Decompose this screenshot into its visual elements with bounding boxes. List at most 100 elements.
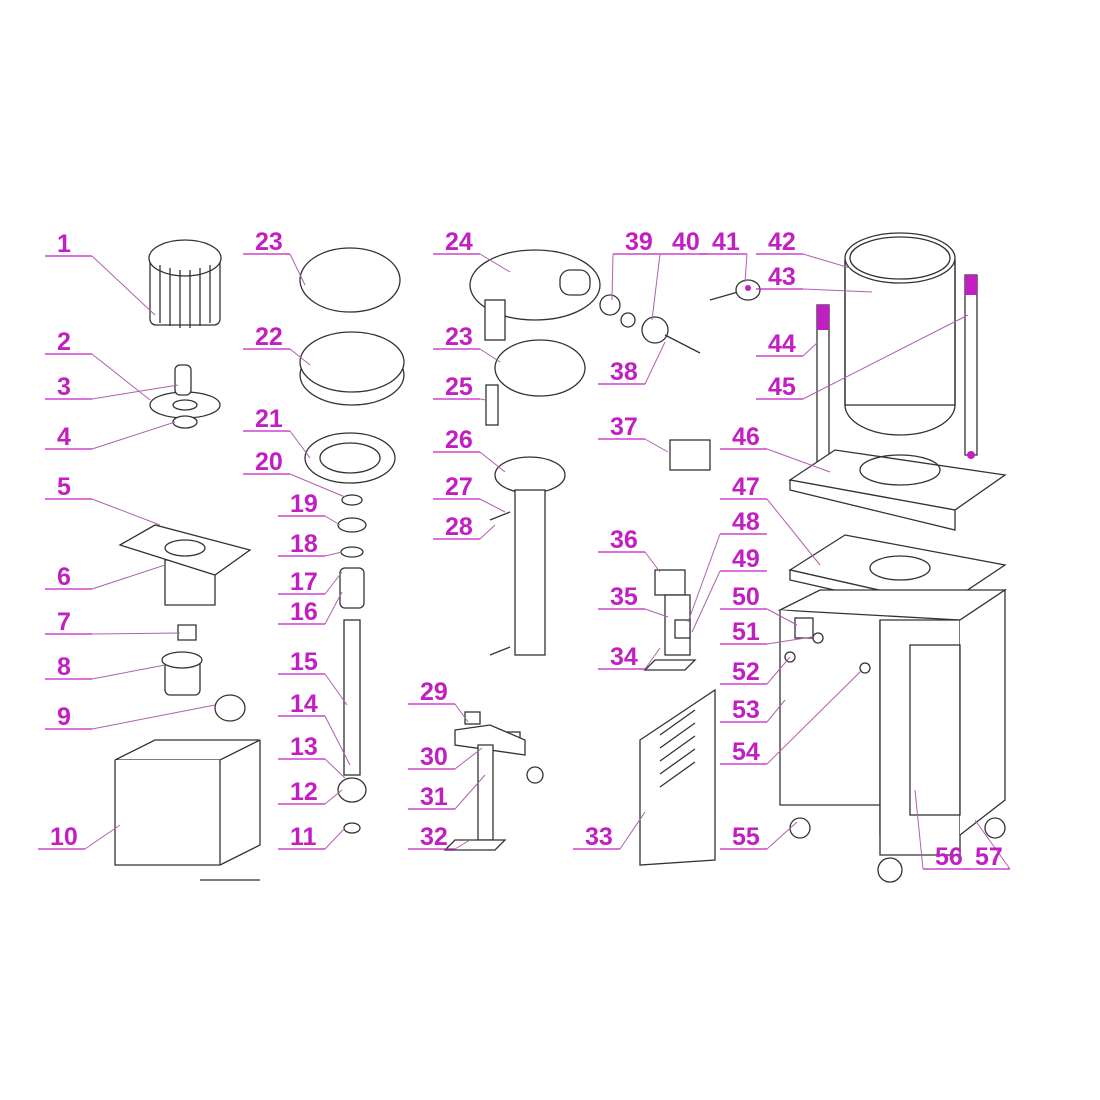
callout-8: 8 [45,653,166,681]
callout-10: 10 [38,823,121,851]
part-column-26 [494,456,566,656]
part-bracket-29-32 [443,711,544,851]
callout-number: 2 [57,328,71,356]
callout-number: 25 [445,373,473,401]
callout-37: 37 [598,413,669,453]
part-tank-10 [114,739,261,881]
callout-number: 54 [732,738,760,766]
part-washer-4 [172,415,198,429]
callout-56: 56 [914,789,970,871]
part-knob-41 [709,279,761,301]
leader-line [289,253,306,286]
callout-40: 40 [651,228,707,321]
callout-number: 53 [732,696,760,724]
callout-42: 42 [756,228,851,269]
callout-number: 52 [732,658,760,686]
callout-number: 32 [420,823,448,851]
callout-18: 18 [278,530,343,558]
callout-21: 21 [243,405,311,459]
callout-1: 1 [45,230,156,316]
callout-number: 18 [290,530,318,558]
callout-14: 14 [278,690,351,766]
callout-number: 29 [420,678,448,706]
leader-line [454,774,486,810]
leader-line [91,353,151,401]
leader-line [802,253,851,269]
leader-line [324,571,343,595]
leader-line [802,341,819,357]
leader-line [479,498,506,513]
callout-54: 54 [720,669,863,766]
part-plate-2 [149,391,221,419]
leader-line [479,451,506,473]
callout-49: 49 [691,545,767,633]
leader-line [802,314,969,400]
part-valve-38-40 [620,312,701,354]
part-filter-cylinder [148,239,222,328]
callout-13: 13 [278,733,346,779]
callout-29: 29 [408,678,469,723]
callout-11: 11 [278,823,346,851]
callout-50: 50 [720,583,798,626]
callout-6: 6 [45,563,166,591]
callout-number: 42 [768,228,796,256]
callout-number: 57 [975,843,1003,871]
part-bushing-3 [174,364,192,396]
callout-53: 53 [720,696,786,724]
part-shaft-stack [337,494,367,834]
callout-number: 55 [732,823,760,851]
leader-line [289,430,311,459]
callout-number: 37 [610,413,638,441]
callout-number: 35 [610,583,638,611]
callout-48: 48 [687,508,767,623]
part-gasket-23 [299,247,401,313]
part-cover-24 [469,249,601,341]
callout-number: 24 [445,228,473,256]
leader-line [91,255,156,316]
callout-57: 57 [963,819,1011,871]
leader-line [84,824,121,850]
part-ring-39 [599,294,621,316]
callout-39: 39 [611,228,660,301]
callout-2: 2 [45,328,151,401]
callout-9: 9 [45,703,216,731]
part-flange-21 [304,432,396,484]
callout-number: 46 [732,423,760,451]
part-plate-46 [788,449,1007,531]
callout-number: 48 [732,508,760,536]
leader-line [644,341,666,385]
leader-line [91,498,161,526]
callout-51: 51 [720,618,813,646]
callout-15: 15 [278,648,348,706]
leader-line [644,608,669,618]
callout-23: 23 [433,323,501,363]
callout-number: 5 [57,473,71,501]
leader-line [766,448,831,473]
leader-line [619,811,646,850]
leader-line [91,664,166,680]
part-rods-44-45 [816,274,978,481]
callout-number: 11 [290,823,317,851]
callout-number: 49 [732,545,760,573]
callout-number: 41 [712,228,740,256]
callout-44: 44 [756,330,819,358]
callout-52: 52 [720,656,791,686]
callout-number: 31 [420,783,448,811]
callout-number: 45 [768,373,796,401]
leader-line [324,551,343,557]
callout-45: 45 [756,314,969,401]
callout-25: 25 [433,373,487,401]
callout-number: 17 [290,568,318,596]
callout-7: 7 [45,608,181,636]
leader-line [974,819,1011,870]
callout-number: 6 [57,563,71,591]
leader-line [289,348,311,366]
callout-41: 41 [700,228,748,283]
leader-line [91,384,179,400]
leader-line [766,699,786,723]
callout-number: 1 [57,230,71,258]
callout-number: 39 [625,228,653,256]
callout-34: 34 [598,643,661,671]
leader-line [766,656,791,685]
callout-number: 56 [935,843,963,871]
